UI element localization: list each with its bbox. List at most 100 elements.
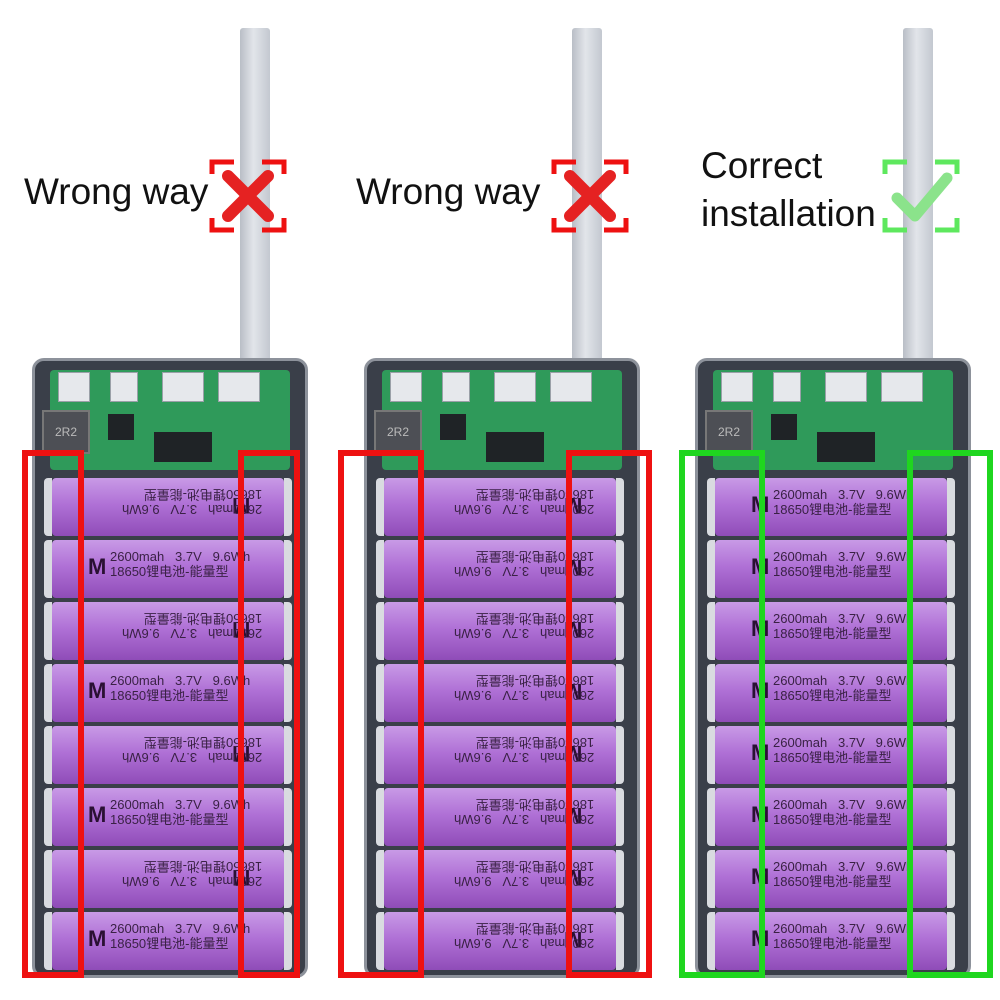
battery-terminal <box>616 664 624 722</box>
battery-terminal <box>44 664 52 722</box>
battery-terminal <box>284 540 292 598</box>
battery-terminal <box>376 602 384 660</box>
battery-spec-line: 2600mah 3.7V 9.6Wh <box>773 797 914 812</box>
battery-terminal <box>376 478 384 536</box>
left-bracket-highlight <box>679 450 765 978</box>
chip <box>817 432 875 462</box>
battery-terminal <box>947 850 955 908</box>
battery-terminal <box>707 850 715 908</box>
battery-terminal <box>707 602 715 660</box>
battery-terminal <box>376 912 384 970</box>
right-bracket-highlight <box>238 450 300 978</box>
battery-terminal <box>616 726 624 784</box>
type-c-port <box>110 372 138 402</box>
battery-spec-line: 18650锂电池-能量型 <box>110 564 229 579</box>
battery-terminal <box>616 788 624 846</box>
battery-terminal <box>947 912 955 970</box>
usb-a-port <box>550 372 592 402</box>
battery-spec-line: 2600mah 3.7V 9.6Wh <box>773 611 914 626</box>
battery-terminal <box>707 726 715 784</box>
battery-spec-line: 18650锂电池-能量型 <box>773 750 892 765</box>
battery-terminal <box>44 726 52 784</box>
chip <box>108 414 134 440</box>
battery-terminal <box>376 850 384 908</box>
battery-spec-line: 18650锂电池-能量型 <box>110 936 229 951</box>
battery-terminal <box>376 664 384 722</box>
caption: Correct installation <box>701 142 876 238</box>
battery-spec-line: 2600mah 3.7V 9.6Wh <box>773 487 914 502</box>
battery-terminal <box>376 788 384 846</box>
x-mark-icon <box>551 159 629 233</box>
battery-spec-line: 2600mah 3.7V 9.6Wh <box>773 921 914 936</box>
right-bracket-highlight <box>907 450 993 978</box>
caption-line: installation <box>701 193 876 234</box>
battery-spec-line: 18650锂电池-能量型 <box>773 564 892 579</box>
battery-terminal <box>947 478 955 536</box>
battery-brand-logo: M <box>88 554 107 579</box>
battery-terminal <box>376 726 384 784</box>
battery-terminal <box>44 912 52 970</box>
caption-line: Correct <box>701 145 823 186</box>
battery-spec-line: 18650锂电池-能量型 <box>773 502 892 517</box>
chip <box>771 414 797 440</box>
battery-terminal <box>44 540 52 598</box>
caption: Wrong way <box>24 168 208 216</box>
battery-terminal <box>947 540 955 598</box>
battery-spec-line: 18650锂电池-能量型 <box>773 626 892 641</box>
battery-terminal <box>707 540 715 598</box>
caption: Wrong way <box>356 168 540 216</box>
caption-line: Wrong way <box>356 171 541 212</box>
battery-terminal <box>616 850 624 908</box>
battery-brand-logo: M <box>88 802 107 827</box>
battery-terminal <box>284 478 292 536</box>
battery-brand-logo: M <box>88 926 107 951</box>
x-mark-icon <box>209 159 287 233</box>
usb-a-port <box>825 372 867 402</box>
battery-spec-line: 18650锂电池-能量型 <box>773 874 892 889</box>
battery-spec-line: 18650锂电池-能量型 <box>110 688 229 703</box>
battery-terminal <box>284 726 292 784</box>
type-c-port <box>773 372 801 402</box>
micro-usb-port <box>721 372 753 402</box>
battery-spec-line: 18650锂电池-能量型 <box>773 688 892 703</box>
battery-terminal <box>616 540 624 598</box>
inductor: 2R2 <box>42 410 90 454</box>
battery-spec-line: 2600mah 3.7V 9.6Wh <box>773 735 914 750</box>
usb-a-port <box>162 372 204 402</box>
battery-terminal <box>44 602 52 660</box>
inductor: 2R2 <box>705 410 753 454</box>
check-mark-icon <box>882 159 960 233</box>
usb-a-port <box>881 372 923 402</box>
battery-spec-line: 2600mah 3.7V 9.6Wh <box>110 673 251 688</box>
usb-a-port <box>218 372 260 402</box>
battery-spec-line: 2600mah 3.7V 9.6Wh <box>773 859 914 874</box>
caption-line: Wrong way <box>24 171 209 212</box>
battery-spec-line: 2600mah 3.7V 9.6Wh <box>110 549 251 564</box>
chip <box>154 432 212 462</box>
micro-usb-port <box>390 372 422 402</box>
battery-terminal <box>616 912 624 970</box>
right-bracket-highlight <box>566 450 652 978</box>
micro-usb-port <box>58 372 90 402</box>
battery-terminal <box>947 664 955 722</box>
left-bracket-highlight <box>22 450 84 978</box>
battery-terminal <box>284 788 292 846</box>
battery-spec-line: 18650锂电池-能量型 <box>773 812 892 827</box>
